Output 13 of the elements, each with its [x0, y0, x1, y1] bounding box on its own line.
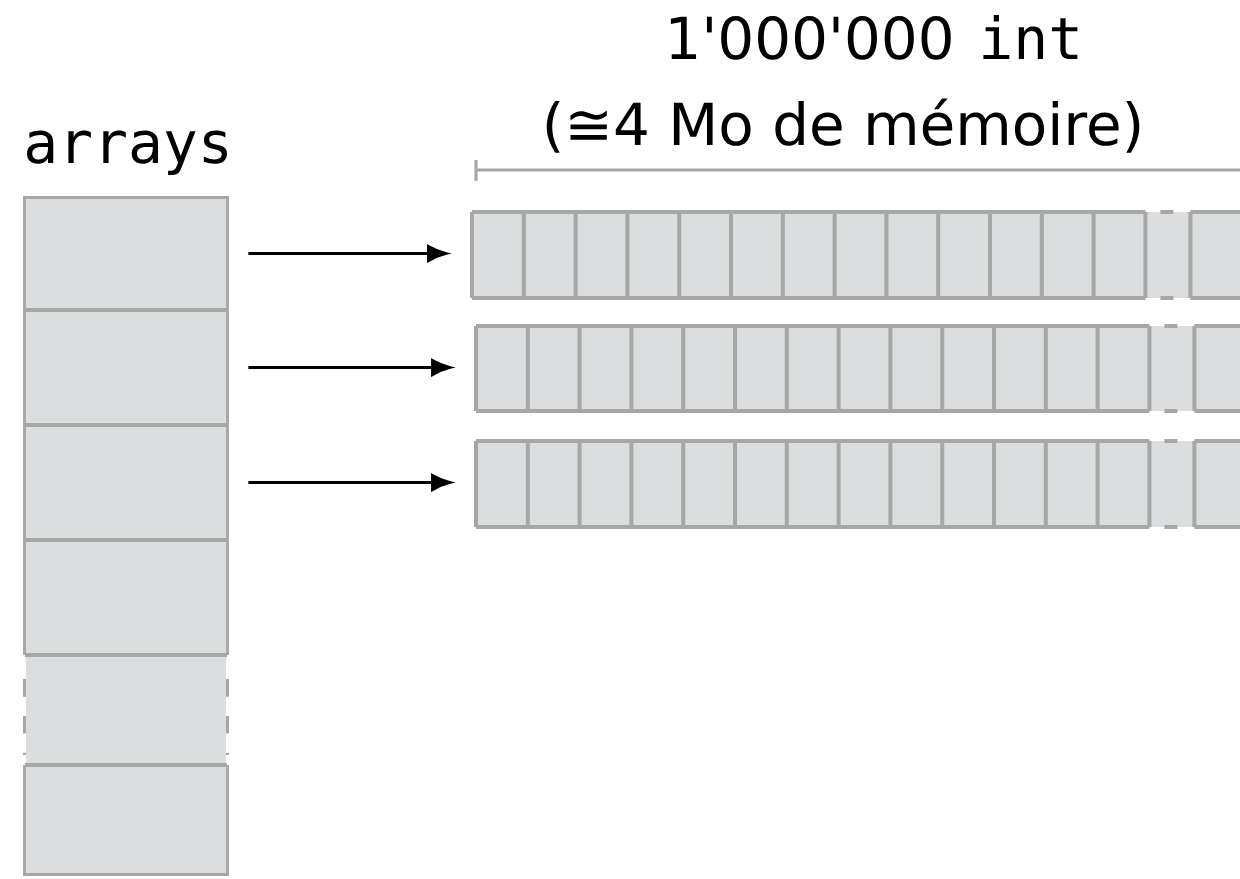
array-cell	[24, 310, 228, 425]
column-heading: arrays	[27, 130, 227, 176]
array-cell	[24, 197, 228, 310]
dotted-cell	[24, 655, 228, 765]
type-label: int	[983, 14, 1078, 59]
array-cell	[24, 765, 228, 875]
array-row	[470, 210, 1240, 300]
array-row	[474, 324, 1240, 414]
array-cell	[24, 425, 228, 540]
array-cell	[24, 540, 228, 655]
memory-label: (≅4 Mo de mémoire)	[546, 98, 1140, 153]
dimension-label: 1'000'000	[670, 15, 951, 60]
array-row	[474, 439, 1240, 529]
